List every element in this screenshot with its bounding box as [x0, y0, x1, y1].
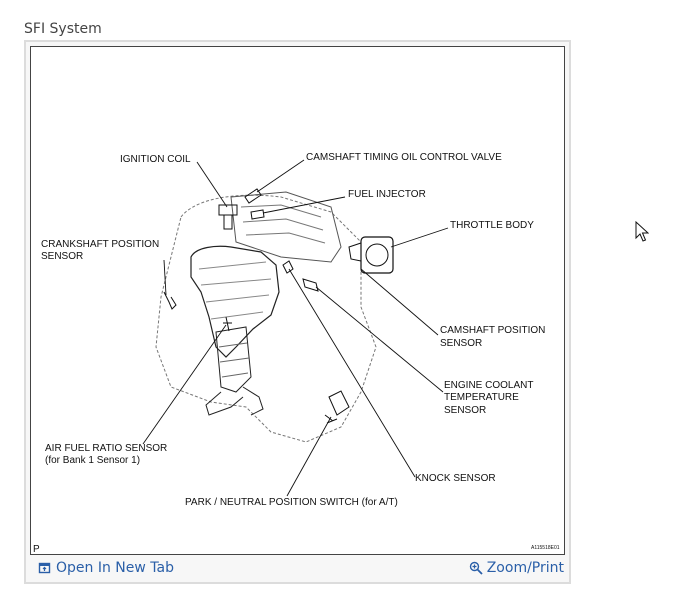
zoom-print-link[interactable]: Zoom/Print [469, 560, 564, 576]
figure-code: A115518E01 [531, 545, 560, 551]
label-coolant-line1: ENGINE COOLANT [444, 380, 533, 391]
label-throttle-body: THROTTLE BODY [450, 220, 534, 231]
engine-diagram[interactable]: IGNITION COIL CAMSHAFT TIMING OIL CONTRO… [30, 46, 565, 555]
figure-caption: SFI System [24, 21, 102, 37]
label-fuel-injector: FUEL INJECTOR [348, 189, 426, 200]
label-park-neutral-switch: PARK / NEUTRAL POSITION SWITCH (for A/T) [185, 497, 398, 508]
label-af-sensor-line1: AIR FUEL RATIO SENSOR [45, 443, 167, 454]
label-crankshaft-position-line2: SENSOR [41, 251, 83, 262]
label-coolant-line3: SENSOR [444, 405, 486, 416]
label-af-sensor-line2: (for Bank 1 Sensor 1) [45, 455, 140, 466]
zoom-print-label: Zoom/Print [486, 560, 564, 576]
corner-mark: P [33, 544, 40, 554]
engine-illustration: IGNITION COIL CAMSHAFT TIMING OIL CONTRO… [33, 152, 560, 554]
label-camshaft-position-line1: CAMSHAFT POSITION [440, 325, 545, 336]
mouse-pointer-icon [635, 220, 650, 248]
open-in-new-tab-link[interactable]: Open In New Tab [38, 560, 174, 576]
zoom-in-icon [469, 561, 483, 575]
engine-drawing [155, 188, 394, 443]
label-camshaft-position-line2: SENSOR [440, 338, 482, 349]
label-coolant-line2: TEMPERATURE [444, 392, 519, 403]
leader-lines [142, 159, 449, 497]
label-crankshaft-position-line1: CRANKSHAFT POSITION [41, 239, 159, 250]
open-new-tab-icon [38, 561, 52, 575]
label-camshaft-timing-ocv: CAMSHAFT TIMING OIL CONTROL VALVE [306, 152, 502, 163]
label-ignition-coil: IGNITION COIL [120, 154, 191, 165]
open-in-new-tab-label: Open In New Tab [56, 560, 174, 576]
figure-panel: IGNITION COIL CAMSHAFT TIMING OIL CONTRO… [24, 40, 571, 584]
label-knock-sensor: KNOCK SENSOR [415, 473, 496, 484]
